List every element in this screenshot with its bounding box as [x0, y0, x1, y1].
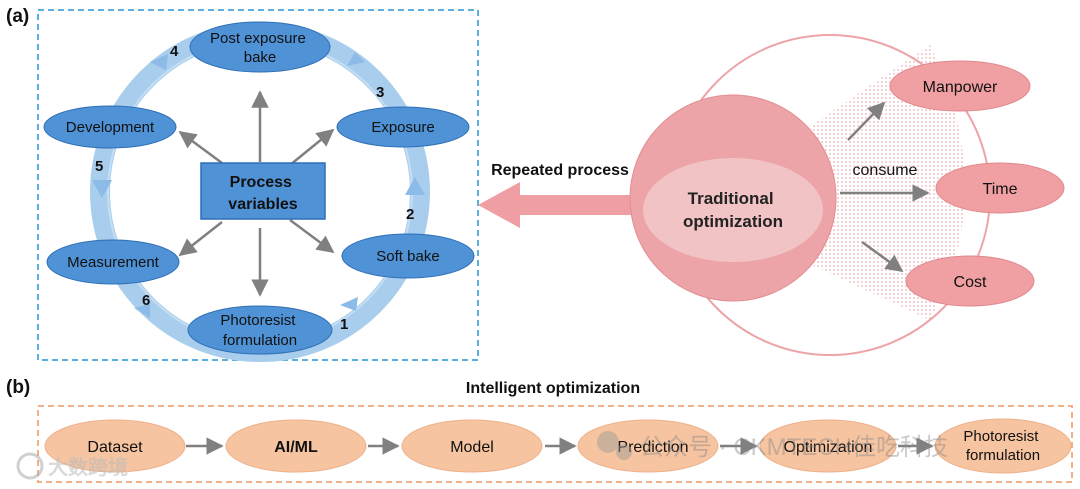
consume-arrows [840, 101, 930, 273]
node-photoresist-formulation [187, 305, 333, 355]
repeated-process-label: Repeated process [491, 162, 629, 179]
resource-manpower [889, 60, 1031, 112]
resource-cost-label: Cost [954, 274, 987, 291]
watermark-brand-text: 大数跨境 [48, 455, 128, 479]
resource-manpower-label: Manpower [923, 79, 998, 96]
flow-optimization [759, 419, 897, 473]
flow-photoresist-formulation [934, 418, 1072, 474]
step-number-3: 3 [376, 84, 384, 101]
resource-cost [905, 255, 1035, 307]
brand-icon [16, 452, 44, 480]
node-development-label: Development [66, 119, 155, 136]
process-variables-box [200, 162, 326, 220]
panel-a-label: (a) [6, 6, 29, 27]
step-number-4: 4 [170, 43, 179, 60]
node-exposure-label: Exposure [371, 119, 434, 136]
step-number-6: 6 [142, 292, 150, 309]
node-development [43, 105, 177, 149]
process-variables-label: Process variables [228, 174, 297, 213]
step-number-1: 1 [340, 316, 348, 333]
step-number-2: 2 [406, 206, 414, 223]
flow-prediction [577, 419, 719, 473]
flow-model-label: Model [450, 439, 494, 456]
node-post-exposure-bake-label: Post exposure bake [210, 30, 310, 66]
panel-b-label: (b) [6, 377, 30, 398]
flow-photoresist-formulation-label: Photoresist formulation [963, 428, 1042, 464]
flow-optimization-label: Optimization [784, 439, 873, 456]
watermark-brand: 大数跨境 [16, 452, 128, 480]
resource-time [935, 162, 1065, 214]
traditional-inner-ellipse [643, 158, 823, 262]
panel-b-title: Intelligent optimization [466, 380, 640, 397]
resource-time-label: Time [983, 181, 1018, 198]
watermark-wechat: 公众号 · CKMTECH佳吃科技 [597, 431, 948, 461]
flow-prediction-label: Prediction [617, 439, 688, 456]
traditional-optimization-label: Traditional optimization [683, 189, 783, 231]
node-soft-bake [341, 233, 475, 279]
resource-cone [790, 45, 965, 320]
flow-dataset-label: Dataset [87, 439, 143, 456]
consume-label: consume [853, 162, 918, 179]
node-post-exposure-bake [189, 21, 331, 73]
repeated-process-arrow [478, 182, 636, 228]
wechat-icon-small [616, 444, 632, 460]
node-photoresist-formulation-label: Photoresist formulation [220, 312, 299, 349]
flow-model [401, 419, 543, 473]
node-measurement-label: Measurement [67, 254, 160, 271]
node-exposure [336, 106, 470, 148]
step-number-5: 5 [95, 158, 103, 175]
flow-dataset [44, 419, 186, 473]
node-soft-bake-label: Soft bake [376, 248, 439, 265]
node-measurement [46, 239, 180, 285]
flow-ai-ml-label: AI/ML [274, 439, 318, 456]
watermark-wechat-text: 公众号 · CKMTECH佳吃科技 [640, 434, 948, 461]
center-arrows [178, 90, 335, 297]
panel-b-frame [37, 405, 1073, 483]
wechat-icon [597, 431, 619, 453]
ring-arrows [92, 52, 425, 318]
flow-ai-ml [225, 419, 367, 473]
